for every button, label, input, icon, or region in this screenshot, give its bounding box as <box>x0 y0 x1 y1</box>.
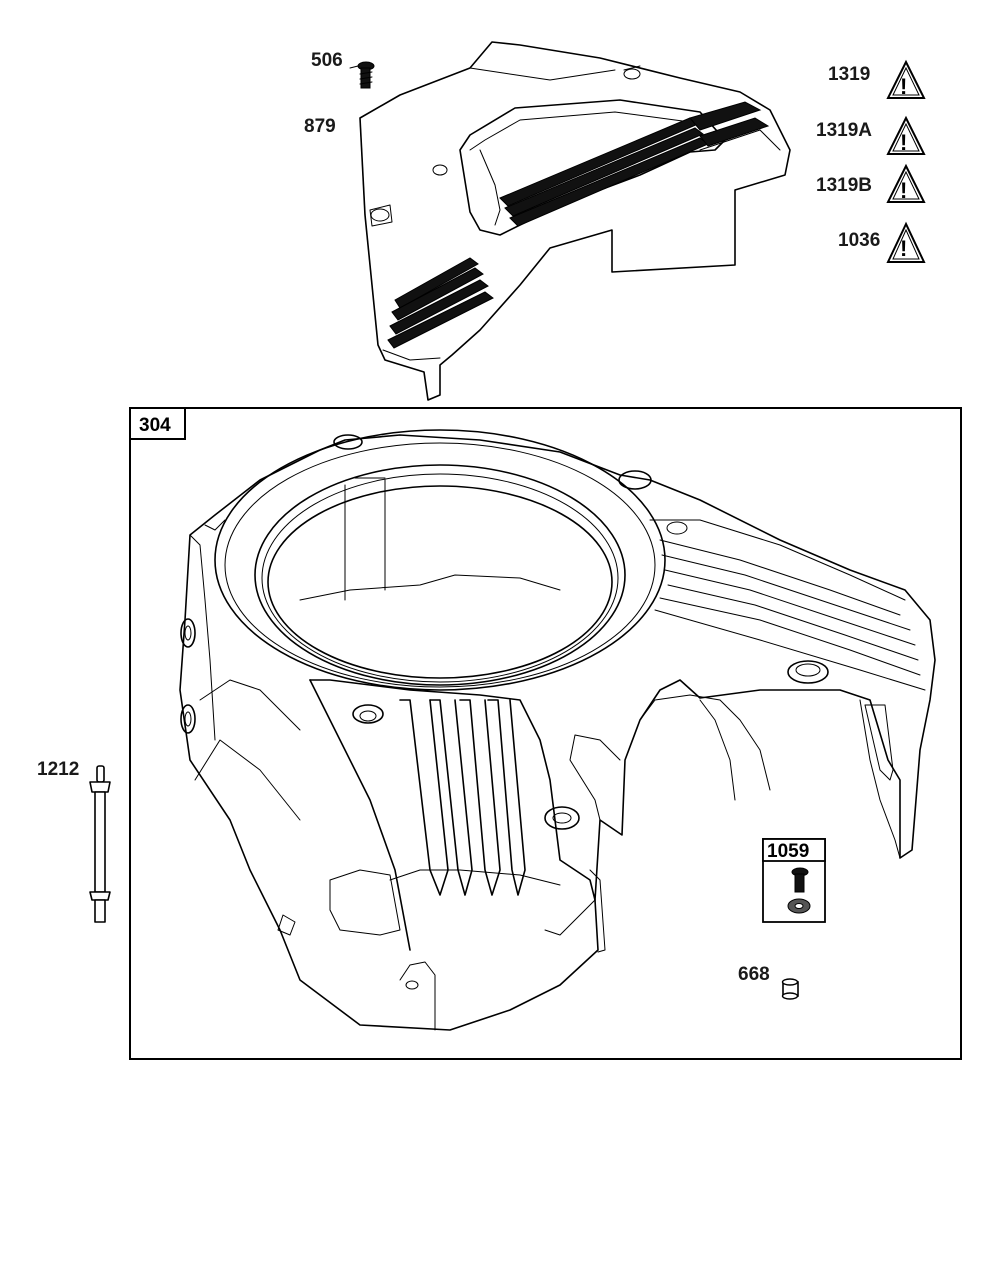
warning-triangle-icon: ! <box>886 163 926 203</box>
svg-text:!: ! <box>900 74 907 99</box>
label-879: 879 <box>304 116 336 137</box>
svg-text:!: ! <box>900 236 907 261</box>
leader-506 <box>349 65 359 69</box>
warning-triangle-icon: ! <box>886 115 926 155</box>
washer-icon <box>787 898 811 914</box>
warning-1036: 1036 ! <box>838 221 926 263</box>
assembly-box-304 <box>129 407 962 1060</box>
label-506: 506 <box>311 50 343 71</box>
warning-code: 1036 <box>838 230 880 251</box>
svg-text:!: ! <box>900 178 907 203</box>
stud-part-1212 <box>89 765 111 923</box>
warning-triangle-icon: ! <box>886 59 926 99</box>
assembly-tag-304 <box>129 407 186 440</box>
warning-code: 1319 <box>828 64 870 85</box>
blower-housing <box>179 429 936 1031</box>
svg-text:!: ! <box>900 130 907 155</box>
screw-icon <box>791 867 809 893</box>
shroud-part-879 <box>359 41 791 401</box>
warning-1319: 1319 ! <box>828 59 926 99</box>
kit-part-1059: 1059 <box>762 838 826 923</box>
warning-1319A: 1319A ! <box>816 115 926 155</box>
label-304: 304 <box>139 415 171 436</box>
warning-1319B: 1319B ! <box>816 163 926 203</box>
warning-code: 1319B <box>816 175 872 196</box>
warning-code: 1319A <box>816 120 872 141</box>
screw-part-506 <box>357 61 375 89</box>
label-668: 668 <box>738 964 770 985</box>
bushing-part-668 <box>781 978 799 1000</box>
label-1212: 1212 <box>37 759 79 780</box>
label-1059: 1059 <box>767 841 809 862</box>
warnings-group: 1319 ! 1319A ! 1319B ! 1036 <box>816 59 926 263</box>
warning-triangle-icon: ! <box>886 221 926 263</box>
